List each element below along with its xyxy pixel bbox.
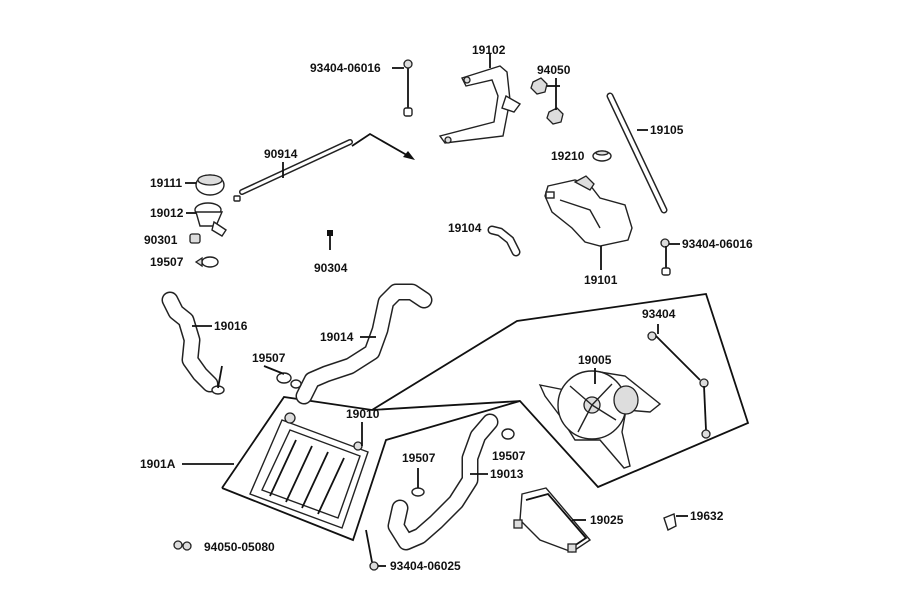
- screw-bottom-icon: [365, 529, 379, 571]
- nut-top-icon: [530, 77, 564, 125]
- label-shroud: 19025: [590, 513, 624, 527]
- label-screw-fan: 93404: [642, 307, 676, 321]
- screw-right-icon: [660, 238, 671, 276]
- hose-left-icon: [161, 291, 219, 393]
- label-hose-mid: 19014: [320, 330, 354, 344]
- hose-low-icon: [387, 413, 499, 551]
- arrow-line: [351, 132, 413, 159]
- filler-neck-icon: [194, 202, 227, 237]
- label-screw-right: 93404-06016: [682, 237, 753, 251]
- leader-clamp-mid-1: [217, 365, 223, 389]
- label-small-hose: 19104: [448, 221, 482, 235]
- shroud-bracket-icon: [513, 487, 592, 553]
- label-clamp-left: 19507: [150, 255, 184, 269]
- label-grommet: 19210: [551, 149, 585, 163]
- clip-icon: [663, 513, 677, 531]
- label-nut-top: 94050: [537, 63, 571, 77]
- cap-icon: [195, 174, 225, 196]
- fan-icon: [538, 370, 662, 469]
- pipe-icon: [233, 139, 353, 202]
- clamp-low2-icon: [501, 428, 515, 440]
- label-clamp-mid: 19507: [252, 351, 286, 365]
- grommet-icon: [592, 150, 612, 162]
- label-filler-neck: 19012: [150, 206, 184, 220]
- nut-bottom-icon: [173, 540, 192, 551]
- small-hose-icon: [487, 225, 521, 257]
- label-screw-top: 93404-06016: [310, 61, 381, 75]
- clamp-left-icon: [194, 256, 219, 268]
- radiator-icon: [249, 412, 369, 529]
- screw-fan-icon: [647, 331, 711, 439]
- bolt-small-icon: [189, 233, 201, 244]
- clamp-mid-icon: [276, 372, 302, 389]
- arrow-head-icon: [403, 151, 415, 160]
- label-bolt-small: 90301: [144, 233, 178, 247]
- label-radiator: 19010: [346, 407, 380, 421]
- assembly-outline: [221, 293, 750, 489]
- label-bracket: 19102: [472, 43, 506, 57]
- leader-clamp-mid-2: [263, 365, 285, 375]
- plug-icon: [327, 230, 333, 250]
- label-screw-bottom: 93404-06025: [390, 559, 461, 573]
- bracket-icon: [438, 65, 522, 144]
- label-fan: 19005: [578, 353, 612, 367]
- assembly-outline-lower: [221, 400, 521, 542]
- label-reservoir: 19101: [584, 273, 618, 287]
- label-hose-low: 19013: [490, 467, 524, 481]
- hose-mid-icon: [295, 283, 433, 405]
- label-plug: 90304: [314, 261, 348, 275]
- label-nut-bottom: 94050-05080: [204, 540, 275, 554]
- reservoir-icon: [544, 175, 633, 247]
- label-pipe: 90914: [264, 147, 298, 161]
- label-cap: 19111: [150, 176, 182, 190]
- label-clip: 19632: [690, 509, 724, 523]
- label-hose-left: 19016: [214, 319, 248, 333]
- rod-icon: [606, 92, 668, 214]
- label-clamp-low1: 19507: [402, 451, 436, 465]
- label-clamp-low2: 19507: [492, 449, 526, 463]
- label-radiator-assy: 1901A: [140, 457, 176, 471]
- clamp-low1-icon: [411, 487, 425, 497]
- label-rod: 19105: [650, 123, 684, 137]
- screw-top-icon: [403, 59, 413, 117]
